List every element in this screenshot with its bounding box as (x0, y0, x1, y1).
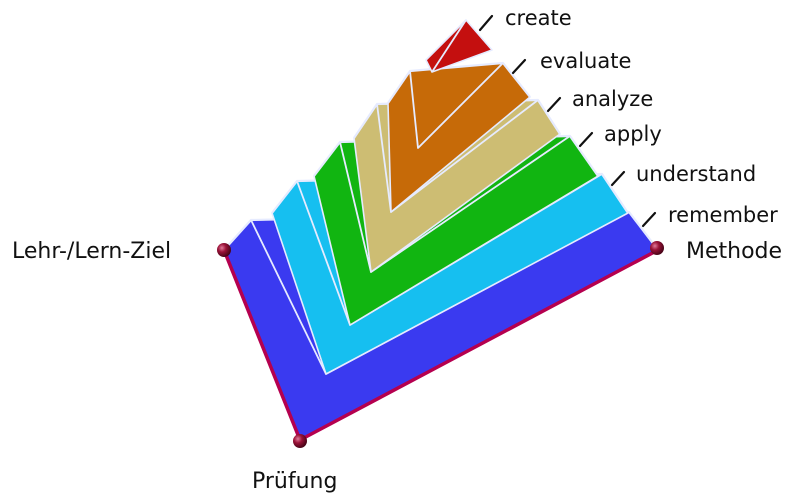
leader-analyze (546, 96, 562, 113)
label-apply: apply (604, 122, 662, 146)
label-create: create (505, 6, 572, 30)
leader-evaluate (511, 58, 527, 75)
label-remember: remember (668, 203, 778, 227)
label-exam: Prüfung (252, 469, 337, 494)
edge-exam-method (298, 248, 660, 442)
label-goal: Lehr-/Lern-Ziel (12, 239, 171, 264)
leader-remember (641, 211, 657, 228)
label-method: Methode (686, 239, 782, 264)
node-method (650, 241, 664, 255)
leader-understand (610, 170, 626, 187)
base-edges (222, 248, 660, 442)
label-evaluate: evaluate (540, 49, 631, 73)
level-evaluate (387, 61, 531, 213)
level-evaluate-rim (387, 61, 531, 104)
label-understand: understand (636, 162, 756, 186)
node-exam (293, 434, 307, 448)
level-create (425, 19, 493, 73)
level-evaluate-ridge (409, 62, 504, 149)
leader-create (478, 14, 494, 32)
leader-lines (478, 14, 657, 228)
edge-goal-exam (222, 248, 302, 442)
level-create-body (425, 19, 493, 73)
level-create-ridge (431, 19, 467, 73)
label-analyze: analyze (572, 87, 653, 111)
node-goal (217, 243, 231, 257)
leader-apply (578, 131, 594, 148)
